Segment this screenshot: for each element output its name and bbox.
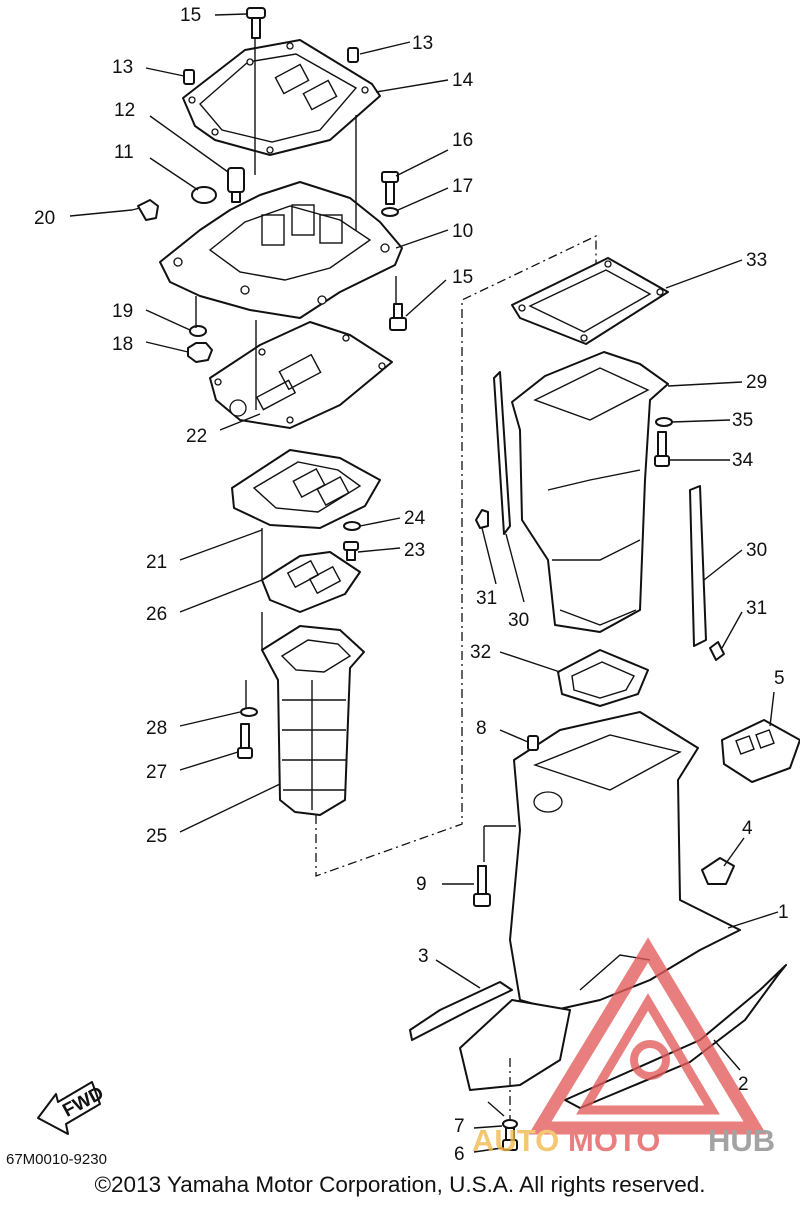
- part-13-pin-left: [183, 69, 195, 85]
- part-10-exhaust-guide: [159, 181, 403, 319]
- part-17-washer: [381, 207, 399, 217]
- callout-35: 35: [732, 410, 753, 431]
- part-24-washer: [343, 521, 361, 531]
- callout-9: 9: [416, 874, 427, 895]
- callout-34: 34: [732, 450, 754, 471]
- part-29-upper-casing: [511, 351, 669, 633]
- part-9-bolt: [473, 865, 491, 907]
- callout-4: 4: [742, 818, 753, 839]
- callout-19: 19: [112, 301, 133, 322]
- callout-3: 3: [418, 946, 429, 967]
- part-7-screw: [487, 1101, 505, 1117]
- callout-11: 11: [114, 142, 134, 163]
- callout-13: 13: [412, 33, 433, 54]
- part-15-bolt-top: [246, 7, 266, 39]
- callout-20: 20: [34, 208, 55, 229]
- callout-23: 23: [404, 540, 425, 561]
- callout-6: 6: [454, 1144, 465, 1165]
- callout-5: 5: [774, 668, 785, 689]
- callout-29: 29: [746, 372, 767, 393]
- part-31-grommet-left: [475, 509, 489, 529]
- part-30-seal-left: [493, 371, 511, 535]
- callout-17: 17: [452, 176, 473, 197]
- callout-28: 28: [146, 718, 167, 739]
- part-18-nut: [187, 342, 213, 363]
- callout-21: 21: [146, 552, 167, 573]
- part-32-gasket: [557, 649, 649, 707]
- part-8-pin: [527, 735, 539, 751]
- callout-18: 18: [112, 334, 133, 355]
- watermark-moto: MOTO: [568, 1123, 660, 1158]
- callout-14: 14: [452, 70, 474, 91]
- callout-30: 30: [508, 610, 529, 631]
- callout-26: 26: [146, 604, 167, 625]
- part-1-upper-casing: [509, 711, 741, 1011]
- callout-10: 10: [452, 221, 473, 242]
- callout-22: 22: [186, 426, 207, 447]
- part-2-cover: [564, 964, 787, 1109]
- part-26-gasket: [261, 551, 361, 613]
- part-23-bolt: [343, 541, 359, 561]
- watermark-triangle-logo: [528, 937, 767, 1135]
- callout-16: 16: [452, 130, 473, 151]
- part-22-gasket: [209, 321, 393, 429]
- callout-31: 31: [746, 598, 767, 619]
- part-19-washer: [189, 325, 207, 337]
- part-15-bolt-lower: [389, 303, 407, 331]
- callout-32: 32: [470, 642, 491, 663]
- copyright-notice: ©2013 Yamaha Motor Corporation, U.S.A. A…: [94, 1172, 706, 1197]
- part-20-nipple: [131, 199, 159, 221]
- part-11-grommet: [191, 186, 217, 204]
- part-25-exhaust-manifold: [261, 625, 365, 816]
- callout-15: 15: [180, 5, 201, 26]
- part-16-bolt: [381, 171, 399, 205]
- callout-numbers: 15 13 13 14 12 11 20 16 17 10 15 19 18 2…: [34, 5, 789, 1165]
- callout-7: 7: [454, 1116, 465, 1137]
- part-27-bolt: [237, 723, 253, 759]
- part-21-plate: [231, 449, 381, 529]
- fwd-arrow-icon: FWD: [37, 1081, 107, 1135]
- part-34-bolt: [654, 431, 670, 467]
- callout-25: 25: [146, 826, 167, 847]
- callout-12: 12: [114, 100, 135, 121]
- callout-2: 2: [738, 1074, 749, 1095]
- part-28-washer: [240, 707, 258, 717]
- callout-31: 31: [476, 588, 497, 609]
- anti-cavitation-plate: [459, 999, 571, 1091]
- callout-13: 13: [112, 57, 133, 78]
- part-6-bolt: [502, 1127, 518, 1151]
- part-31-grommet-right: [709, 641, 725, 661]
- part-3-seal: [409, 981, 513, 1041]
- part-13-pin-right: [347, 47, 359, 63]
- watermark-auto: AUTO: [472, 1123, 559, 1158]
- leader-lines: [69, 13, 779, 1153]
- callout-1: 1: [778, 902, 789, 923]
- watermark-hub: HUB: [708, 1123, 775, 1158]
- part-4-grommet: [701, 857, 735, 885]
- callout-30: 30: [746, 540, 767, 561]
- part-33-gasket: [511, 257, 669, 345]
- callout-15: 15: [452, 267, 473, 288]
- drawing-code: 67M0010-9230: [6, 1151, 107, 1168]
- callout-24: 24: [404, 508, 426, 529]
- part-30-seal-right: [689, 485, 707, 647]
- part-12-fitting: [227, 167, 245, 203]
- callout-27: 27: [146, 762, 167, 783]
- part-14-gasket: [182, 39, 381, 156]
- automotohub-watermark: AUTO MOTO HUB: [472, 937, 775, 1158]
- callout-33: 33: [746, 250, 767, 271]
- part-5-plate: [721, 719, 800, 783]
- callout-8: 8: [476, 718, 487, 739]
- part-35-washer: [655, 417, 673, 427]
